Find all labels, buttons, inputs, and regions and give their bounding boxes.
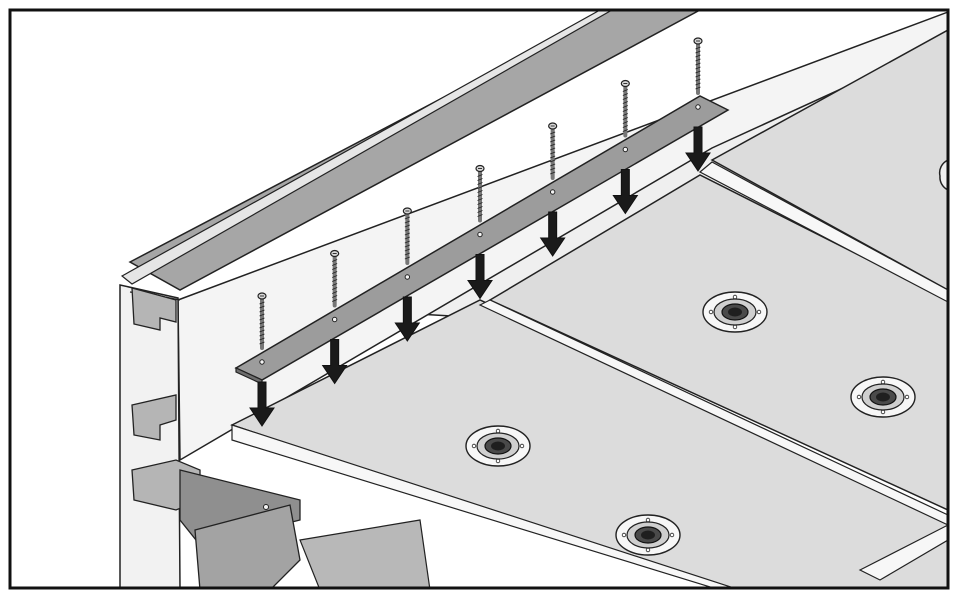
anchor-insert (850, 376, 916, 418)
screws (257, 37, 703, 350)
screw (475, 164, 485, 223)
strip-hole (622, 146, 629, 153)
anchor-insert (615, 514, 681, 556)
screw (548, 122, 558, 180)
post-bracket-1 (131, 287, 177, 331)
post-bracket-2 (131, 394, 177, 441)
top-rail-lip (120, 10, 614, 285)
deck-corrugation (194, 504, 301, 588)
down-arrow (321, 339, 348, 385)
down-arrow (467, 254, 493, 300)
push-arrows (249, 126, 711, 427)
down-arrow (539, 211, 566, 257)
screw (257, 292, 267, 350)
down-arrow (394, 296, 421, 342)
screw (330, 249, 340, 308)
board-gap-3 (858, 524, 948, 581)
strip-hole (549, 189, 556, 195)
strip-holes (259, 104, 701, 510)
anchor-insert (465, 425, 531, 467)
strip-hole (477, 231, 483, 238)
screw (402, 207, 412, 265)
screw (693, 37, 703, 95)
floor-anchors (465, 291, 916, 556)
down-arrow (612, 169, 639, 215)
anchor-insert (702, 291, 768, 333)
floor-board-3 (710, 29, 948, 291)
scene (10, 10, 948, 588)
board-gap-2 (698, 161, 948, 303)
screw (620, 79, 630, 138)
floor-board-2 (488, 174, 948, 511)
board-gap-1 (478, 299, 948, 526)
deck-hole (263, 504, 269, 510)
deck-corrugation-2 (299, 519, 431, 588)
down-arrow (249, 381, 275, 427)
strip-hole (259, 359, 265, 365)
strip-hole (331, 316, 338, 323)
down-arrow (685, 126, 711, 172)
frame-border (8, 8, 950, 590)
strip-hole (404, 274, 411, 280)
partial-anchor (938, 159, 948, 191)
strip-hole (695, 104, 701, 110)
floor-board-1-edge (231, 424, 736, 588)
